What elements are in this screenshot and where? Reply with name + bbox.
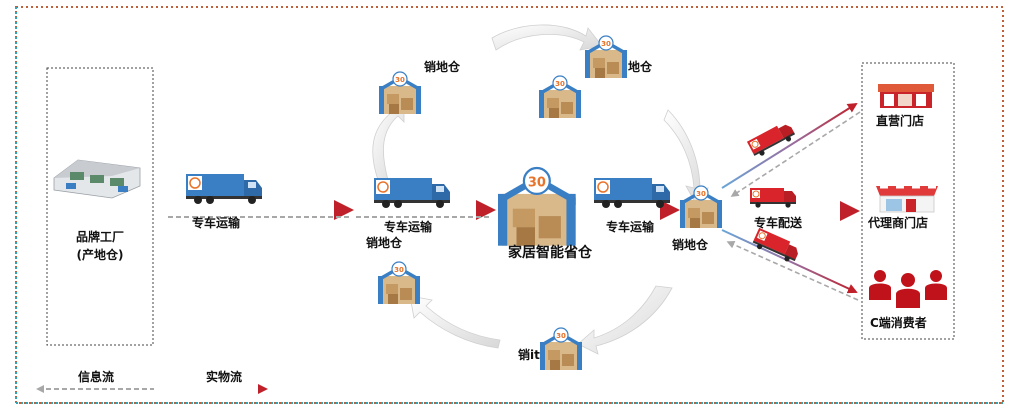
curve-arrow-bottom-left [409, 295, 501, 349]
truck-icon-1 [185, 173, 263, 205]
consumer-people-icon [869, 270, 947, 308]
warehouse-label-local-top: 地仓 [628, 60, 653, 74]
curve-arrow-top [491, 24, 603, 51]
central-warehouse-icon [496, 166, 577, 247]
outer-border [15, 6, 1004, 404]
transport-label-1: 专车运输 [192, 216, 241, 230]
center-warehouse-label: 家居智能省仓 [508, 245, 592, 261]
truck-icon-2 [373, 177, 451, 209]
delivery-arrow-consumer [721, 229, 858, 294]
warehouse-icon-sales-right [679, 185, 723, 229]
truck-icon-red-agent [749, 187, 797, 209]
factory-building-icon [53, 159, 141, 199]
transport-label-3: 专车运输 [606, 220, 655, 234]
direct-store-icon [878, 84, 934, 108]
warehouse-label-sales-bottom: 销it [518, 348, 540, 362]
agent-store-label: 代理商门店 [868, 216, 929, 230]
truck-icon-red-direct [746, 119, 798, 160]
delivery-label: 专车配送 [754, 216, 803, 230]
warehouse-icon-sales-mid [377, 261, 421, 305]
legend-info-label: 信息流 [78, 370, 115, 384]
destinations-box [861, 62, 955, 340]
direct-store-label: 直营门店 [876, 114, 925, 128]
curve-arrow-bottom-right [577, 285, 673, 355]
warehouse-icon-mid [538, 75, 582, 119]
warehouse-icon-sales-top [378, 71, 422, 115]
warehouse-label-sales-top: 销地仓 [424, 60, 461, 74]
truck-icon-red-consumer [750, 227, 802, 265]
transport-label-2: 专车运输 [384, 220, 433, 234]
warehouse-label-sales-right: 销地仓 [672, 238, 709, 252]
factory-label-line2: (产地仓) [76, 248, 124, 262]
legend-physical-label: 实物流 [206, 370, 243, 384]
factory-label-line1: 品牌工厂 [75, 230, 124, 244]
factory-box [46, 67, 154, 346]
warehouse-icon-sales-bottom [539, 327, 583, 371]
agent-store-icon [876, 183, 938, 213]
warehouse-label-sales-mid: 销地仓 [366, 236, 403, 250]
consumer-label: C端消费者 [870, 316, 927, 330]
delivery-arrow-direct [721, 102, 858, 189]
truck-icon-3 [593, 177, 671, 209]
info-arrow-direct [730, 111, 861, 197]
factory-label: 品牌工厂 (产地仓) [62, 228, 138, 264]
